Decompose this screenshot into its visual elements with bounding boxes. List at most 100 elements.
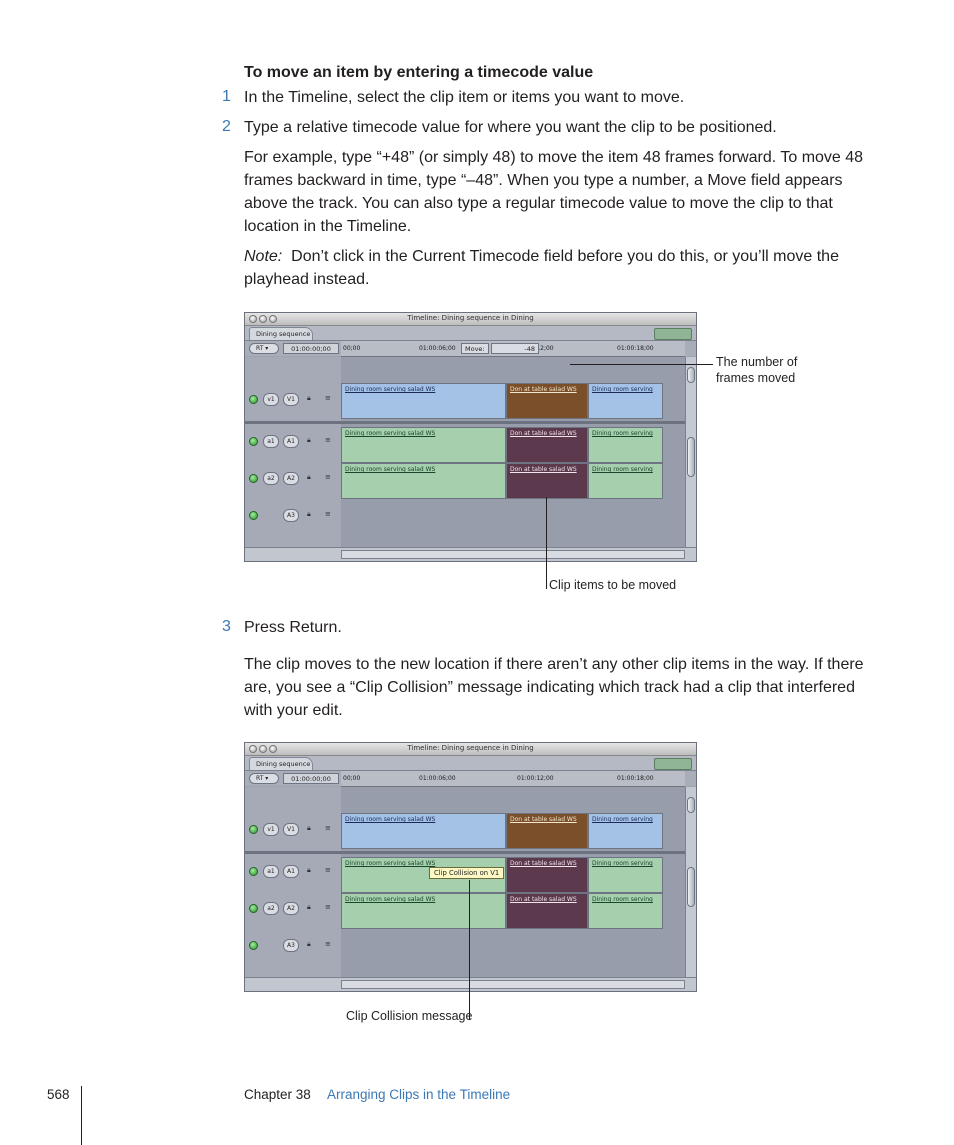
track-visibility-icon[interactable]	[249, 395, 258, 404]
scroll-thumb[interactable]	[687, 367, 695, 383]
vertical-scrollbar[interactable]	[685, 357, 696, 547]
clip-item-selected[interactable]: Don at table salad WS	[506, 893, 588, 929]
clip-item[interactable]: Dining room serving salad WS	[341, 463, 506, 499]
link-icon[interactable]: ≡	[325, 903, 331, 911]
current-timecode-field[interactable]: 01:00:00;00	[283, 343, 339, 354]
clip-item[interactable]: Dining room serving salad WS	[341, 813, 506, 849]
speaker-icon[interactable]	[249, 941, 258, 950]
step-text: In the Timeline, select the clip item or…	[244, 89, 685, 106]
source-track-v1[interactable]: v1	[263, 823, 279, 836]
clip-item[interactable]: Dining room serving	[588, 813, 663, 849]
link-icon[interactable]: ≡	[325, 824, 331, 832]
window-title: Timeline: Dining sequence in Dining	[407, 314, 534, 322]
clip-item[interactable]: Dining room serving	[588, 463, 663, 499]
tab-dining-sequence[interactable]: Dining sequence	[249, 757, 313, 770]
track-visibility-icon[interactable]	[249, 825, 258, 834]
lock-icon[interactable]: 🔒︎	[307, 436, 311, 444]
zoom-button[interactable]	[269, 315, 277, 323]
scroll-thumb[interactable]	[687, 797, 695, 813]
speaker-icon[interactable]	[249, 867, 258, 876]
scroll-thumb[interactable]	[687, 437, 695, 477]
clip-item[interactable]: Dining room serving salad WS	[341, 893, 506, 929]
step-text: Press Return.	[244, 619, 342, 636]
dest-track-v1[interactable]: V1	[283, 823, 299, 836]
scroll-thumb[interactable]	[687, 867, 695, 907]
time-ruler[interactable]: 00;00 01:00:06;00 01:00:12;00 01:00:18;0…	[341, 771, 685, 787]
snapping-icons[interactable]	[654, 758, 692, 770]
dest-track-a1[interactable]: A1	[283, 865, 299, 878]
dest-track-a3[interactable]: A3	[283, 509, 299, 522]
ruler-tick: 01:00:12;00	[517, 775, 554, 782]
dest-track-a2[interactable]: A2	[283, 472, 299, 485]
clip-item-selected[interactable]: Don at table salad WS	[506, 427, 588, 463]
move-label: Move:	[461, 343, 489, 354]
clip-item[interactable]: Dining room serving	[588, 857, 663, 893]
source-track-a2[interactable]: a2	[263, 902, 279, 915]
link-icon[interactable]: ≡	[325, 473, 331, 481]
lock-icon[interactable]: 🔒︎	[307, 866, 311, 874]
speaker-icon[interactable]	[249, 474, 258, 483]
clip-item[interactable]: Dining room serving	[588, 383, 663, 419]
timeline-bottom-bar	[245, 977, 696, 991]
lock-icon[interactable]: 🔒︎	[307, 824, 311, 832]
lock-icon[interactable]: 🔒︎	[307, 473, 311, 481]
source-track-v1[interactable]: v1	[263, 393, 279, 406]
link-icon[interactable]: ≡	[325, 394, 331, 402]
clip-item[interactable]: Dining room serving	[588, 427, 663, 463]
timeline-window: Timeline: Dining sequence in Dining Dini…	[244, 312, 697, 562]
dest-track-a1[interactable]: A1	[283, 435, 299, 448]
rt-popup[interactable]: RT ▾	[249, 343, 279, 354]
track-area[interactable]: Dining room serving salad WS Don at tabl…	[341, 357, 685, 547]
video-audio-separator[interactable]	[245, 851, 696, 854]
clip-item-selected[interactable]: Don at table salad WS	[506, 383, 588, 419]
dest-track-v1[interactable]: V1	[283, 393, 299, 406]
ruler-tick: 01:00:06;00	[419, 775, 456, 782]
link-icon[interactable]: ≡	[325, 940, 331, 948]
source-track-a1[interactable]: a1	[263, 435, 279, 448]
zoom-button[interactable]	[269, 745, 277, 753]
speaker-icon[interactable]	[249, 511, 258, 520]
clip-item[interactable]: Dining room serving salad WS	[341, 427, 506, 463]
clip-item-selected[interactable]: Don at table salad WS	[506, 857, 588, 893]
vertical-scrollbar[interactable]	[685, 787, 696, 977]
minimize-button[interactable]	[259, 745, 267, 753]
dest-track-a3[interactable]: A3	[283, 939, 299, 952]
horizontal-scrollbar[interactable]	[341, 550, 685, 559]
minimize-button[interactable]	[259, 315, 267, 323]
current-timecode-field[interactable]: 01:00:00;00	[283, 773, 339, 784]
lock-icon[interactable]: 🔒︎	[307, 510, 311, 518]
callout-line	[469, 880, 470, 1020]
time-ruler[interactable]: 00;00 01:00:06;00 01:00:12;00 01:00:18;0…	[341, 341, 685, 357]
step-number: 3	[222, 618, 231, 635]
lock-icon[interactable]: 🔒︎	[307, 903, 311, 911]
clip-item-selected[interactable]: Don at table salad WS	[506, 813, 588, 849]
dest-track-a2[interactable]: A2	[283, 902, 299, 915]
lock-icon[interactable]: 🔒︎	[307, 940, 311, 948]
lock-icon[interactable]: 🔒︎	[307, 394, 311, 402]
source-track-a1[interactable]: a1	[263, 865, 279, 878]
move-field[interactable]: -48	[491, 343, 539, 354]
snapping-icons[interactable]	[654, 328, 692, 340]
window-title: Timeline: Dining sequence in Dining	[407, 744, 534, 752]
source-track-a2[interactable]: a2	[263, 472, 279, 485]
clip-item[interactable]: Dining room serving	[588, 893, 663, 929]
speaker-icon[interactable]	[249, 904, 258, 913]
ruler-tick: 01:00:06;00	[419, 345, 456, 352]
close-button[interactable]	[249, 745, 257, 753]
note-label: Note:	[244, 248, 283, 265]
link-icon[interactable]: ≡	[325, 866, 331, 874]
horizontal-scrollbar[interactable]	[341, 980, 685, 989]
section-heading: To move an item by entering a timecode v…	[244, 64, 594, 81]
clip-item-selected[interactable]: Don at table salad WS	[506, 463, 588, 499]
link-icon[interactable]: ≡	[325, 436, 331, 444]
video-audio-separator[interactable]	[245, 421, 696, 424]
footer-chapter-title: Arranging Clips in the Timeline	[327, 1087, 511, 1102]
tab-dining-sequence[interactable]: Dining sequence	[249, 327, 313, 340]
track-area[interactable]: Dining room serving salad WS Don at tabl…	[341, 787, 685, 977]
note-text: Don’t click in the Current Timecode fiel…	[244, 248, 839, 288]
rt-popup[interactable]: RT ▾	[249, 773, 279, 784]
speaker-icon[interactable]	[249, 437, 258, 446]
close-button[interactable]	[249, 315, 257, 323]
link-icon[interactable]: ≡	[325, 510, 331, 518]
clip-item[interactable]: Dining room serving salad WS	[341, 383, 506, 419]
